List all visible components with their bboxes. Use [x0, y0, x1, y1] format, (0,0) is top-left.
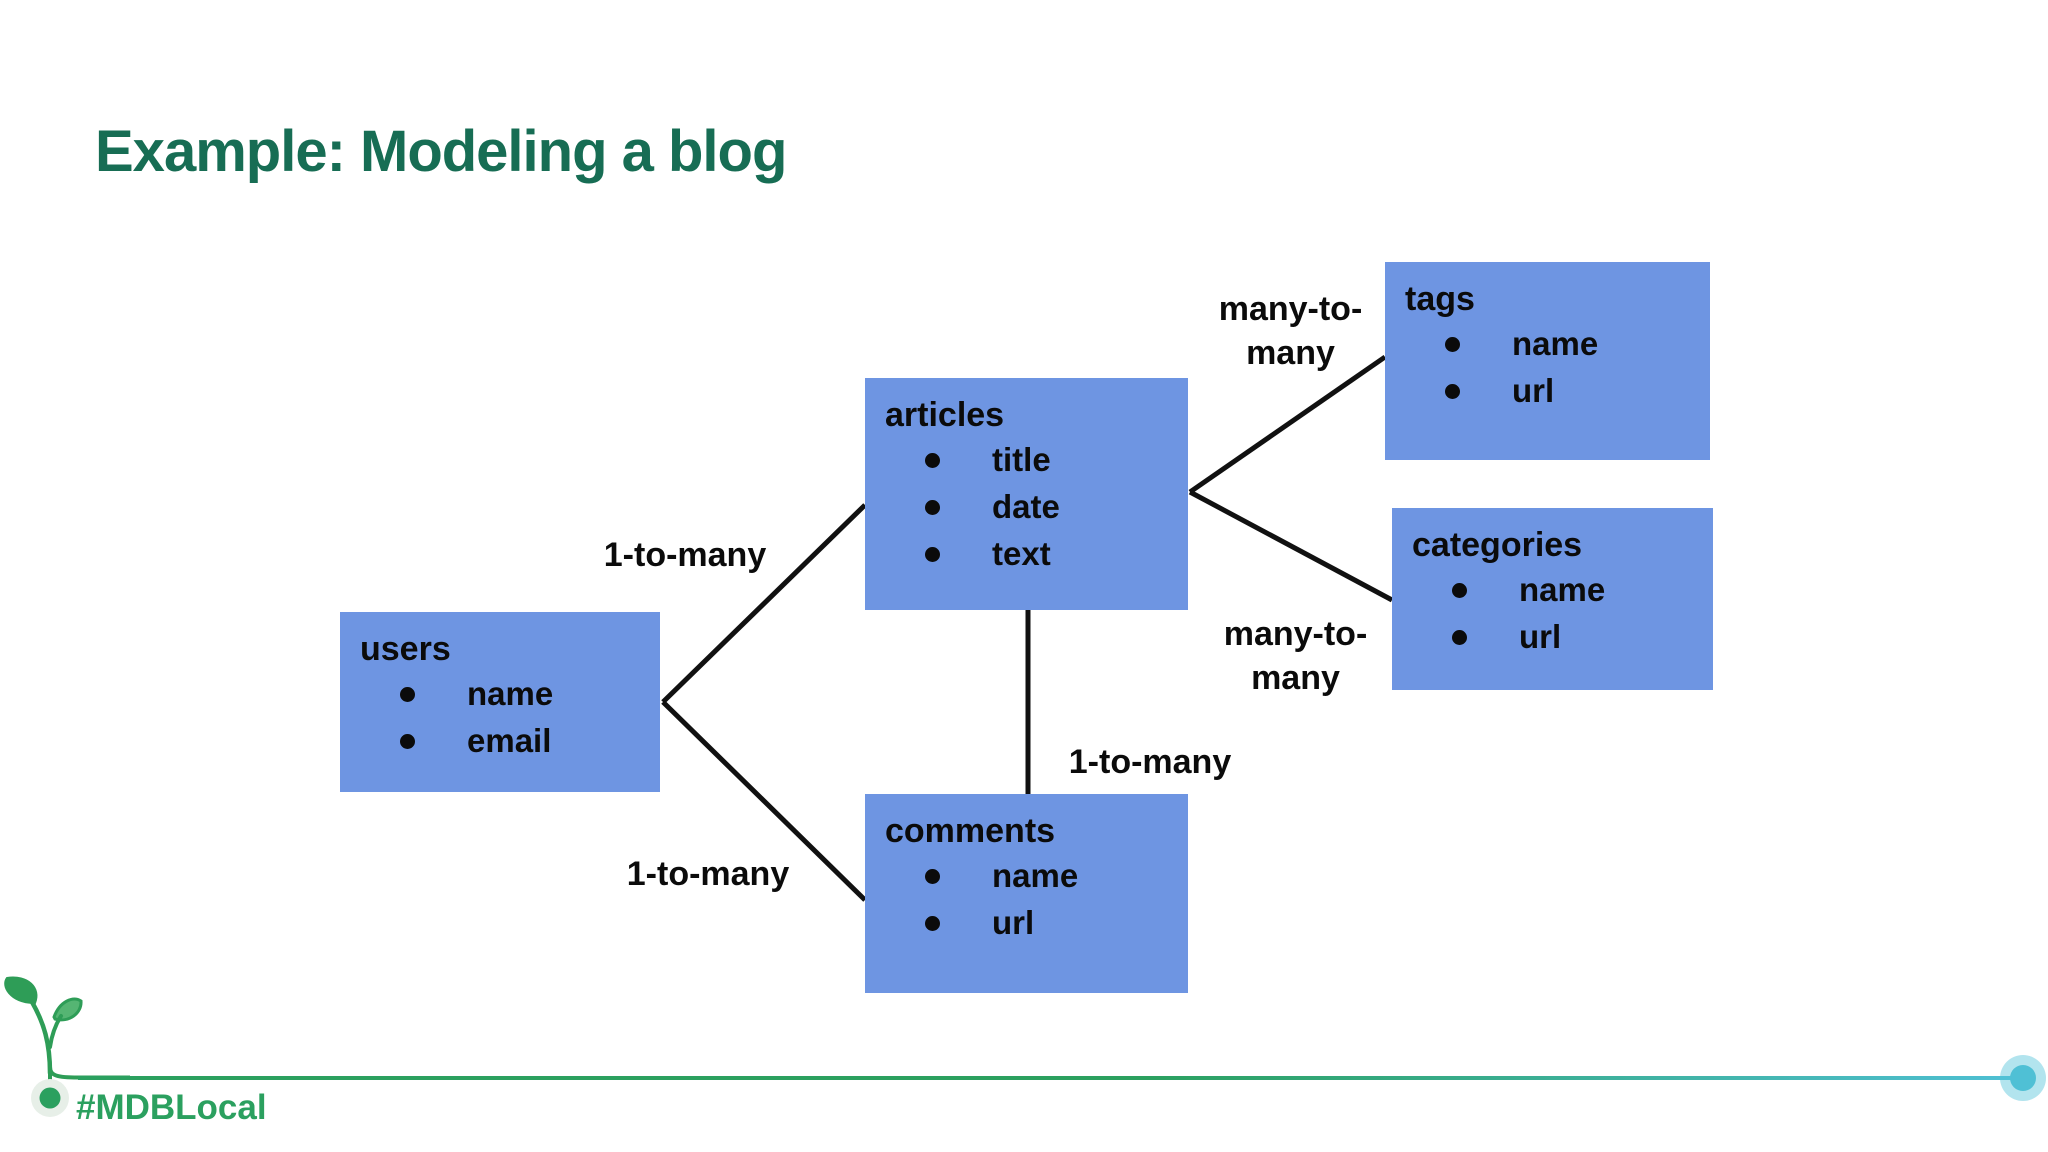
entity-users: users name email [340, 612, 660, 792]
entity-categories: categories name url [1392, 508, 1713, 690]
rel-label-articles-categories: many-to-many [1223, 615, 1368, 698]
entity-title: users [360, 630, 451, 668]
rel-label-articles-comments: 1-to-many [1068, 743, 1232, 781]
timeline-line [78, 1076, 2023, 1080]
field-label: url [1512, 372, 1555, 409]
page-title: Example: Modeling a blog [95, 119, 787, 184]
entity-field: name [360, 671, 660, 718]
field-label: name [1512, 325, 1599, 362]
timeline-end-dot [2010, 1065, 2036, 1091]
field-label: url [992, 904, 1035, 941]
entity-field: title [885, 437, 1188, 484]
bullet-icon [925, 915, 940, 931]
field-label: name [992, 857, 1079, 894]
bullet-icon [1445, 383, 1460, 399]
bullet-icon [925, 868, 940, 884]
entity-field: date [885, 484, 1188, 531]
entity-field: url [1412, 614, 1713, 661]
line-articles-categories [1188, 489, 1394, 603]
field-label: url [1519, 618, 1562, 655]
sprout-icon [4, 976, 130, 1117]
bullet-icon [1445, 336, 1460, 352]
bullet-icon [925, 499, 940, 515]
field-label: date [992, 488, 1060, 525]
entity-title: comments [885, 812, 1056, 850]
entity-field: url [1405, 368, 1710, 415]
entity-title: categories [1412, 526, 1583, 564]
bullet-icon [925, 546, 940, 562]
rel-label-articles-tags: many-to-many [1218, 290, 1363, 373]
entity-articles: articles title date text [865, 378, 1188, 610]
entity-title: articles [885, 396, 1005, 434]
field-label: text [992, 535, 1051, 572]
entity-field: name [885, 853, 1188, 900]
hashtag-label: #MDBLocal [76, 1088, 267, 1127]
bullet-icon [400, 733, 415, 749]
entity-field: name [1405, 321, 1710, 368]
entity-tags: tags name url [1385, 262, 1710, 460]
entity-comments: comments name url [865, 794, 1188, 993]
field-label: email [467, 722, 552, 759]
rel-label-users-articles: 1-to-many [603, 536, 767, 574]
entity-field: url [885, 900, 1188, 947]
entity-field: text [885, 531, 1188, 578]
field-label: title [992, 441, 1051, 478]
entity-field: email [360, 718, 660, 765]
line-articles-tags [1188, 354, 1387, 495]
bullet-icon [1452, 629, 1467, 645]
field-label: name [1519, 571, 1606, 608]
bullet-icon [925, 452, 940, 468]
field-label: name [467, 675, 554, 712]
bullet-icon [400, 686, 415, 702]
entity-title: tags [1405, 280, 1475, 318]
bullet-icon [1452, 582, 1467, 598]
entity-field: name [1412, 567, 1713, 614]
rel-label-users-comments: 1-to-many [626, 855, 790, 893]
